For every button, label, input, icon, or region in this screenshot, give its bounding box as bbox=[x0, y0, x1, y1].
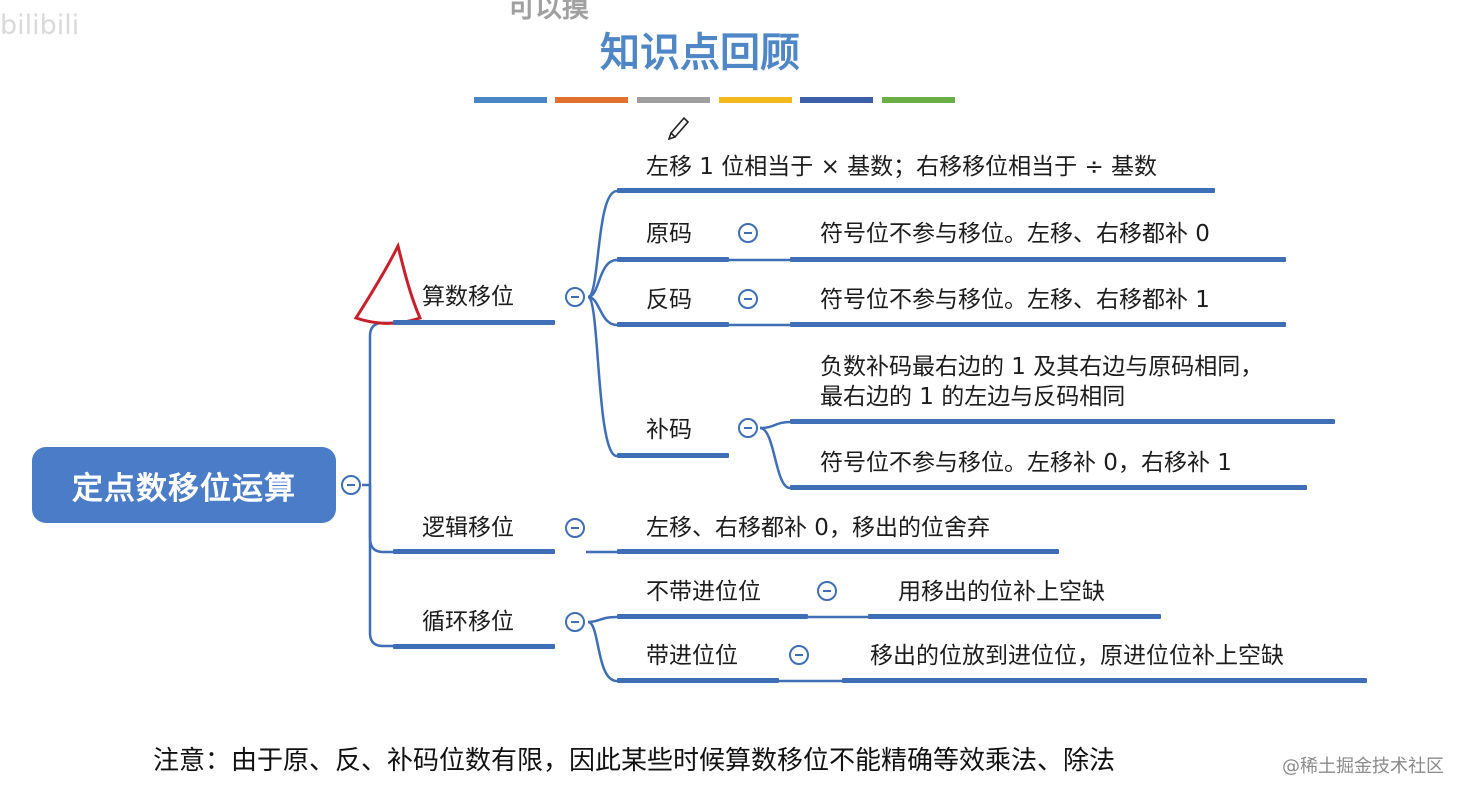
cyclic-shift-underline bbox=[393, 644, 555, 649]
arith-collapse-icon[interactable] bbox=[565, 287, 585, 307]
fanma-collapse-icon[interactable] bbox=[738, 289, 758, 309]
bilibili-watermark: bilibili bbox=[0, 10, 80, 41]
buma-desc1-line1: 负数补码最右边的 1 及其右边与原码相同， bbox=[820, 354, 1264, 380]
juejin-watermark: @稀土掘金技术社区 bbox=[1282, 756, 1444, 777]
buma-collapse-icon[interactable] bbox=[738, 418, 758, 438]
yuanma-collapse-icon[interactable] bbox=[738, 223, 758, 243]
fanma-desc-underline bbox=[790, 322, 1286, 327]
logic-shift-underline bbox=[393, 549, 555, 554]
root-collapse-icon[interactable] bbox=[341, 475, 361, 495]
cyclic-collapse-icon[interactable] bbox=[565, 612, 585, 632]
logic-shift-label[interactable]: 逻辑移位 bbox=[422, 515, 514, 541]
fanma-label[interactable]: 反码 bbox=[646, 287, 692, 313]
yuanma-desc: 符号位不参与移位。左移、右移都补 0 bbox=[820, 221, 1210, 247]
logic-desc: 左移、右移都补 0，移出的位舍弃 bbox=[646, 515, 990, 541]
color-bar bbox=[800, 97, 873, 103]
with-carry-collapse-icon[interactable] bbox=[789, 645, 809, 665]
footer-note: 注意：由于原、反、补码位数有限，因此某些时候算数移位不能精确等效乘法、除法 bbox=[153, 746, 1116, 776]
color-bar bbox=[882, 97, 955, 103]
yuanma-label[interactable]: 原码 bbox=[646, 221, 692, 247]
color-bar bbox=[637, 97, 710, 103]
logic-collapse-icon[interactable] bbox=[565, 518, 585, 538]
no-carry-desc: 用移出的位补上空缺 bbox=[898, 579, 1105, 605]
arith-rule-underline bbox=[617, 188, 1215, 193]
yuanma-underline bbox=[617, 257, 729, 262]
root-node[interactable]: 定点数移位运算 bbox=[32, 447, 336, 523]
cyclic-shift-label[interactable]: 循环移位 bbox=[422, 609, 514, 635]
page-title: 知识点回顾 bbox=[600, 30, 800, 76]
buma-label[interactable]: 补码 bbox=[646, 417, 692, 443]
with-carry-label[interactable]: 带进位位 bbox=[646, 643, 738, 669]
logic-desc-underline bbox=[617, 549, 1059, 554]
no-carry-underline bbox=[617, 614, 808, 619]
arith-rule-text: 左移 1 位相当于 × 基数；右移移位相当于 ÷ 基数 bbox=[646, 154, 1158, 180]
yuanma-desc-underline bbox=[790, 257, 1286, 262]
no-carry-label[interactable]: 不带进位位 bbox=[646, 579, 761, 605]
with-carry-desc-underline bbox=[842, 678, 1367, 683]
buma-underline bbox=[617, 453, 729, 458]
buma-desc1-line2: 最右边的 1 的左边与反码相同 bbox=[820, 384, 1126, 410]
no-carry-desc-underline bbox=[868, 614, 1161, 619]
red-pen-annotation bbox=[353, 241, 423, 325]
fanma-underline bbox=[617, 322, 729, 327]
fanma-desc: 符号位不参与移位。左移、右移都补 1 bbox=[820, 287, 1210, 313]
buma-desc2-underline bbox=[790, 485, 1307, 490]
overlay-caption: 可以摸 bbox=[508, 0, 589, 24]
arith-shift-label[interactable]: 算数移位 bbox=[422, 284, 514, 310]
with-carry-desc: 移出的位放到进位位，原进位位补上空缺 bbox=[870, 643, 1284, 669]
pen-cursor-icon bbox=[667, 116, 690, 141]
with-carry-underline bbox=[617, 678, 779, 683]
buma-desc2: 符号位不参与移位。左移补 0，右移补 1 bbox=[820, 450, 1232, 476]
buma-desc1-underline bbox=[790, 419, 1335, 424]
color-bar bbox=[719, 97, 792, 103]
no-carry-collapse-icon[interactable] bbox=[817, 581, 837, 601]
arith-shift-underline bbox=[393, 320, 555, 325]
color-bar bbox=[555, 97, 628, 103]
color-bar bbox=[474, 97, 547, 103]
